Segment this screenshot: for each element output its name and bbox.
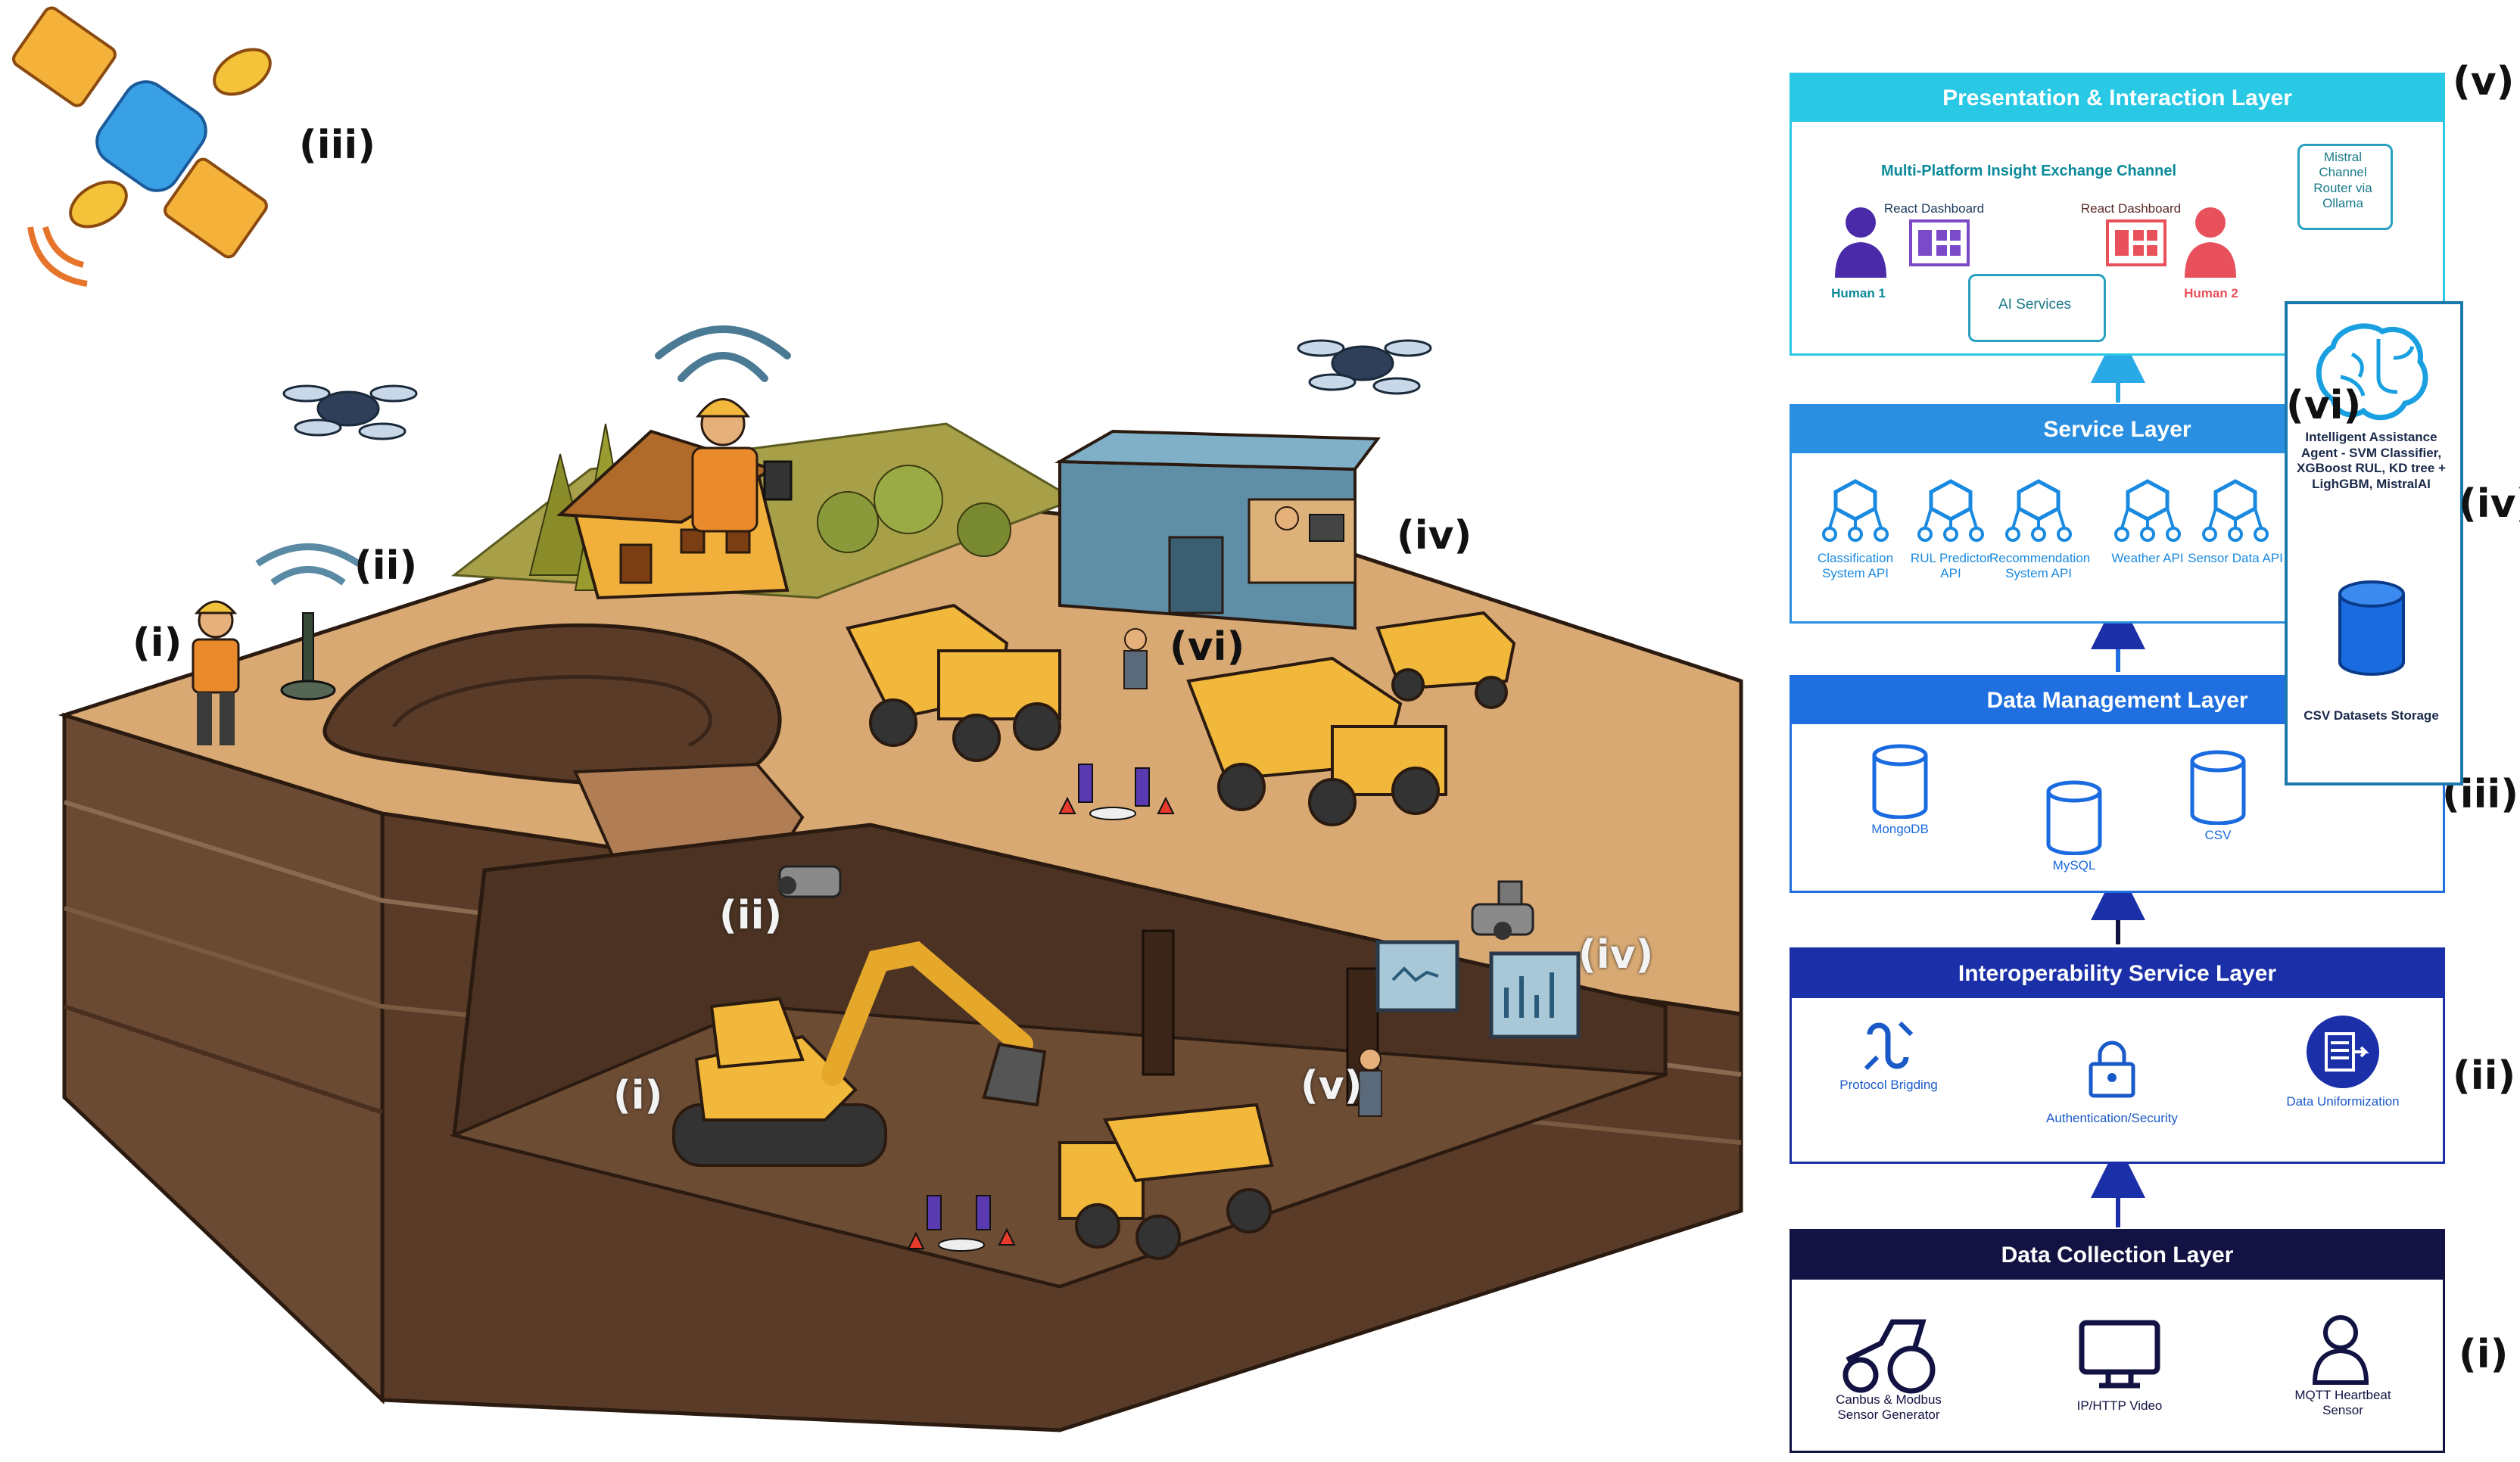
- authentication-label: Authentication/Security: [2046, 1111, 2178, 1125]
- label-agent-iv: (iv): [2459, 481, 2520, 527]
- network-node-icon: [1917, 479, 1984, 542]
- tunnel-camera-right-icon: [1471, 880, 1534, 940]
- tunnel-camera-left-icon: [778, 865, 842, 898]
- worker-tunnel: [1358, 1048, 1382, 1117]
- data-uniformization-label: Data Uniformization: [2286, 1094, 2400, 1109]
- wifi-signal-icon: [655, 325, 791, 382]
- service-item-label: Recommendation System API: [1989, 551, 2091, 581]
- protocol-bridging-label: Protocol Brigding: [1839, 1078, 1938, 1092]
- data-collection-layer-title: Data Collection Layer: [1792, 1231, 2443, 1280]
- dump-truck-2: [1186, 656, 1447, 826]
- drone-right-icon: [1297, 339, 1432, 395]
- surveyors-surface: [1058, 764, 1175, 820]
- dashboard-2-icon: [2106, 219, 2166, 266]
- mine-scene-illustration: [12, 6, 1743, 1432]
- label-worker-tunnel: (v): [1300, 1063, 1363, 1109]
- dashboard-1-icon: [1909, 219, 1970, 266]
- dump-truck-1: [846, 603, 1061, 762]
- agent-description: Intelligent Assistance Agent - SVM Class…: [2297, 430, 2446, 492]
- lock-icon: [2089, 1041, 2135, 1098]
- excavator: [672, 941, 1047, 1167]
- dump-truck-3: [1375, 611, 1516, 709]
- canbus-generator-label: Canbus & Modbus Sensor Generator: [1836, 1392, 1942, 1423]
- brain-icon: [2316, 323, 2428, 421]
- satellite-icon: [12, 6, 272, 287]
- surveyors-tunnel: [907, 1195, 1016, 1252]
- person-surface: [1123, 628, 1148, 689]
- ip-video-label: IP/HTTP Video: [2076, 1398, 2163, 1413]
- human-1-label: Human 1: [1831, 286, 1886, 300]
- network-node-icon: [2114, 479, 2181, 542]
- ai-services-box: [1968, 274, 2106, 342]
- data-collection-layer: Data Collection Layer: [1790, 1229, 2445, 1453]
- label-screens-tunnel: (iv): [1578, 932, 1654, 978]
- worker-surface: [192, 600, 240, 745]
- network-node-icon: [1822, 479, 1889, 542]
- mistral-router-box: [2297, 144, 2393, 230]
- human-1-icon: [1835, 207, 1886, 278]
- network-node-icon: [2005, 479, 2072, 542]
- mistral-router-label: Mistral Channel Router via Ollama: [2313, 150, 2372, 211]
- open-pit: [322, 623, 782, 787]
- label-antenna-surface: (ii): [354, 543, 418, 589]
- label-presentation-roman: (v): [2453, 59, 2515, 104]
- intelligent-agent-box: [2285, 301, 2463, 785]
- label-agent-vi: (vi): [2286, 383, 2362, 428]
- service-item-label: Sensor Data API: [2188, 551, 2283, 565]
- presentation-layer-title: Presentation & Interaction Layer: [1792, 75, 2443, 122]
- tractor-generator-icon: [1842, 1319, 1936, 1394]
- label-person-surface: (vi): [1170, 624, 1245, 670]
- service-item-label: Weather API: [2111, 551, 2184, 565]
- label-excavator: (i): [613, 1073, 663, 1118]
- data-store-label: CSV: [2204, 828, 2232, 842]
- ai-services-label: AI Services: [1998, 297, 2072, 313]
- label-satellite: (iii): [299, 123, 376, 168]
- database-icon: [2190, 750, 2246, 825]
- protocol-bridging-icon: [1864, 1021, 1914, 1071]
- control-office: [1054, 429, 1381, 630]
- data-store-label: MongoDB: [1871, 822, 1929, 836]
- drone-left-icon: [282, 384, 418, 440]
- database-icon: [2338, 580, 2405, 676]
- mqtt-heartbeat-label: MQTT Heartbeat Sensor: [2294, 1388, 2391, 1418]
- human-2-label: Human 2: [2184, 286, 2238, 300]
- label-office: (iv): [1397, 513, 1472, 558]
- network-node-icon: [2202, 479, 2269, 542]
- database-icon: [2046, 780, 2102, 855]
- csv-storage-label: CSV Datasets Storage: [2304, 708, 2439, 723]
- insight-channel-label: Multi-Platform Insight Exchange Channel: [1880, 163, 2177, 179]
- label-data-collection-roman: (i): [2459, 1332, 2509, 1377]
- service-item-label: Classification System API: [1817, 551, 1894, 581]
- person-sensor-icon: [2312, 1315, 2369, 1385]
- worker-tablet: [691, 398, 793, 533]
- service-item-label: RUL Predictor API: [1910, 551, 1992, 581]
- label-worker-surface: (i): [132, 621, 182, 666]
- antenna-icon: [255, 543, 361, 701]
- dashboard-1-label: React Dashboard: [1883, 201, 1985, 216]
- data-uniformization-icon: [2307, 1016, 2379, 1088]
- interoperability-layer: Interoperability Service Layer: [1790, 947, 2445, 1164]
- interoperability-layer-title: Interoperability Service Layer: [1792, 950, 2443, 998]
- database-icon: [1872, 744, 1928, 819]
- tunnel-screens: [1375, 940, 1581, 1039]
- monitor-video-icon: [2079, 1320, 2160, 1389]
- label-interoperability-roman: (ii): [2453, 1053, 2516, 1099]
- dump-truck-tunnel: [1058, 1103, 1274, 1260]
- label-camera-tunnel: (ii): [719, 893, 783, 938]
- human-2-icon: [2185, 207, 2236, 278]
- dashboard-2-label: React Dashboard: [2080, 201, 2182, 216]
- data-store-label: MySQL: [2052, 858, 2096, 873]
